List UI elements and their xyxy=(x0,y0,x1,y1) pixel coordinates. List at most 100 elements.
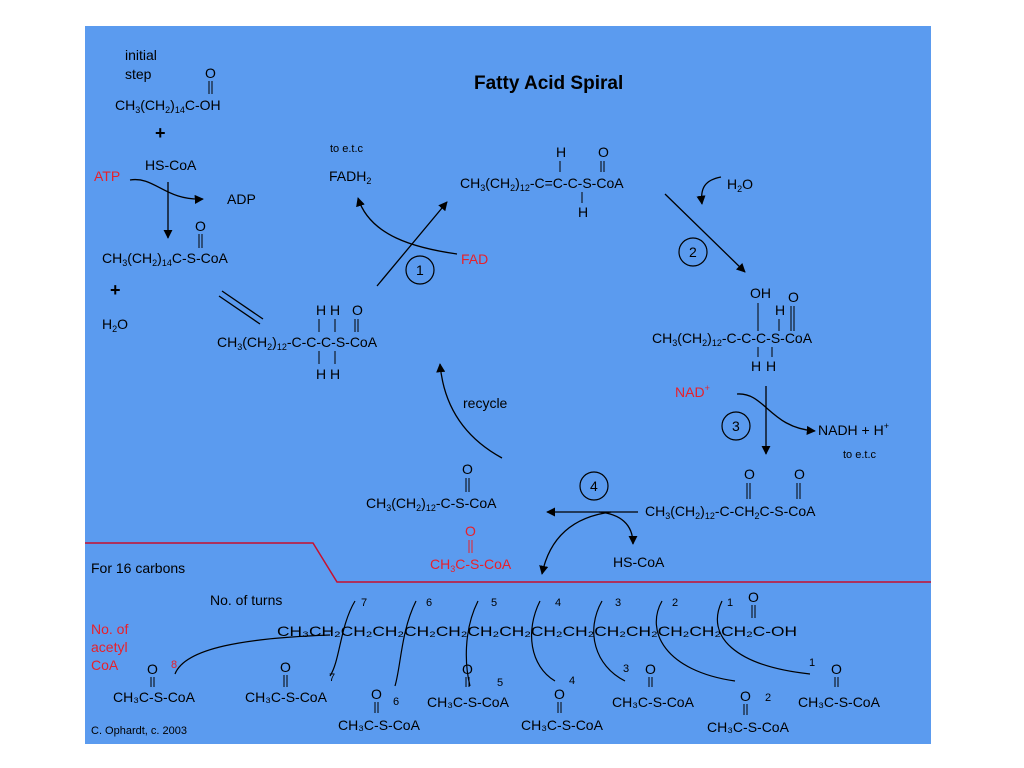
svg-text:O: O xyxy=(831,661,842,677)
diagram-title: Fatty Acid Spiral xyxy=(474,73,623,94)
svg-text:7: 7 xyxy=(329,672,335,684)
step3-number: 3 xyxy=(732,418,740,434)
diagram-panel: Fatty Acid Spiral initial step O CH3(CH2… xyxy=(85,26,931,744)
atp-adp-arrow xyxy=(129,178,204,204)
step1-circle xyxy=(405,255,435,285)
svg-text:2: 2 xyxy=(672,597,678,609)
palmitoyl-coa: O CH3(CH2)14C-S-CoA xyxy=(102,218,229,268)
step2-number: 2 xyxy=(689,244,697,260)
svg-text:4: 4 xyxy=(555,597,561,609)
svg-text:O: O xyxy=(195,218,206,234)
hscoa-initial: HS-CoA xyxy=(145,157,197,173)
svg-text:2: 2 xyxy=(765,692,771,704)
acetyl-coa-product-2: O 2 CH₃C-S-CoA xyxy=(707,688,790,735)
hscoa-step4: HS-CoA xyxy=(613,554,665,570)
svg-text:CH3(CH2)12-C-CH2C-S-CoA: CH3(CH2)12-C-CH2C-S-CoA xyxy=(645,503,816,521)
svg-text:4: 4 xyxy=(569,675,575,687)
fad-fadh2-arrow xyxy=(356,197,458,255)
svg-text:O: O xyxy=(748,589,759,605)
svg-text:O: O xyxy=(598,144,609,160)
water-step2: H2O xyxy=(727,176,753,194)
water-initial: H2O xyxy=(102,316,128,334)
svg-text:H H: H H xyxy=(316,302,340,318)
adp-label: ADP xyxy=(227,191,256,207)
acetyl-coa-product-5: O 5 CH₃C-S-CoA xyxy=(427,661,510,710)
svg-text:CH3(CH2)12-C-C-C-S-CoA: CH3(CH2)12-C-C-C-S-CoA xyxy=(652,330,813,348)
svg-text:1: 1 xyxy=(809,657,815,669)
svg-text:CH₃C-S-CoA: CH₃C-S-CoA xyxy=(427,694,510,710)
svg-text:O: O xyxy=(280,659,291,675)
svg-text:O: O xyxy=(462,461,473,477)
svg-text:O: O xyxy=(554,686,565,702)
acetyl-coa-product-4: O 4 CH₃C-S-CoA xyxy=(521,675,604,733)
svg-text:O: O xyxy=(371,686,382,702)
svg-text:CH₃C-S-CoA: CH₃C-S-CoA xyxy=(612,694,695,710)
svg-text:O: O xyxy=(352,302,363,318)
svg-text:OH: OH xyxy=(750,285,771,301)
no-acetyl-label-3: CoA xyxy=(91,657,119,673)
svg-text:H: H xyxy=(556,144,566,160)
step4-circle xyxy=(579,471,609,501)
plus-sign-2: + xyxy=(110,280,121,300)
svg-text:O: O xyxy=(462,661,473,677)
svg-text:O: O xyxy=(205,65,216,81)
recycle-label: recycle xyxy=(463,395,508,411)
turn-numbers: 7 6 5 4 3 2 1 xyxy=(361,597,733,609)
acetyl-coa-product-3: O 3 CH₃C-S-CoA xyxy=(612,661,695,710)
plus-sign-1: + xyxy=(155,123,166,143)
etc-label-3: to e.t.c xyxy=(843,449,877,461)
fad-label: FAD xyxy=(461,251,488,267)
svg-text:O: O xyxy=(645,661,656,677)
initial-label-2: step xyxy=(125,66,152,82)
no-acetyl-label-1: No. of xyxy=(91,621,128,637)
svg-text:8: 8 xyxy=(171,659,177,671)
equivalence-line-2 xyxy=(218,295,261,325)
svg-text:6: 6 xyxy=(426,597,432,609)
divider-line xyxy=(85,542,931,583)
fatty-acid-spiral-diagram: Fatty Acid Spiral initial step O CH3(CH2… xyxy=(85,47,931,737)
acyl-coa-center: H H O CH3(CH2)12-C-C-C-S-CoA H H xyxy=(217,302,378,382)
svg-text:CH3(CH2)12-C-C-C-S-CoA: CH3(CH2)12-C-C-C-S-CoA xyxy=(217,334,378,352)
svg-text:CH3(CH2)14C-S-CoA: CH3(CH2)14C-S-CoA xyxy=(102,250,229,268)
svg-text:CH₃C-S-CoA: CH₃C-S-CoA xyxy=(338,717,421,733)
svg-text:O: O xyxy=(788,289,799,305)
svg-text:3: 3 xyxy=(615,597,621,609)
svg-text:CH₃C-S-CoA: CH₃C-S-CoA xyxy=(521,717,604,733)
etc-label-1: to e.t.c xyxy=(330,143,364,155)
acetyl-coa-product-7: O 7 CH₃C-S-CoA xyxy=(245,659,335,705)
enoyl-coa: H O CH3(CH2)12-C=C-C-S-CoA H xyxy=(460,144,624,220)
step1-number: 1 xyxy=(416,262,424,278)
nad-nadh-arrow xyxy=(736,393,816,435)
shortened-acyl-coa: O CH3(CH2)12-C-S-CoA xyxy=(366,461,497,513)
acetyl-coa-product-8: O 8 CH₃C-S-CoA xyxy=(113,659,196,705)
svg-text:7: 7 xyxy=(361,597,367,609)
svg-text:H: H xyxy=(751,358,761,374)
svg-text:O: O xyxy=(740,688,751,704)
no-of-turns: No. of turns xyxy=(210,592,282,608)
svg-text:CH₃C-S-CoA: CH₃C-S-CoA xyxy=(245,689,328,705)
svg-text:H: H xyxy=(578,204,588,220)
credit-label: C. Ophardt, c. 2003 xyxy=(91,725,187,737)
svg-text:CH₃C-S-CoA: CH₃C-S-CoA xyxy=(707,719,790,735)
svg-text:CH₃C-S-CoA: CH₃C-S-CoA xyxy=(113,689,196,705)
acetyl-release-arrow xyxy=(539,511,612,575)
atp-label: ATP xyxy=(94,168,120,184)
water-in-arrow xyxy=(696,176,722,205)
svg-text:CH3(CH2)12-C=C-C-S-CoA: CH3(CH2)12-C=C-C-S-CoA xyxy=(460,175,624,193)
svg-text:1: 1 xyxy=(727,597,733,609)
svg-text:5: 5 xyxy=(491,597,497,609)
fadh2-label: FADH2 xyxy=(329,168,371,186)
hscoa-in-arrow xyxy=(598,511,638,545)
svg-text:6: 6 xyxy=(393,696,399,708)
equivalence-line-1 xyxy=(221,290,264,320)
nadh-label: NADH + H+ xyxy=(818,421,889,438)
svg-text:H H: H H xyxy=(316,366,340,382)
svg-text:O: O xyxy=(744,466,755,482)
svg-text:3: 3 xyxy=(623,663,629,675)
svg-text:O: O xyxy=(794,466,805,482)
acetyl-coa-product-6: O 6 CH₃C-S-CoA xyxy=(338,686,421,733)
initial-label-1: initial xyxy=(125,47,157,63)
step2-arrow xyxy=(664,193,746,273)
svg-text:CH3C-S-CoA: CH3C-S-CoA xyxy=(430,556,512,574)
svg-text:CH₃C-S-CoA: CH₃C-S-CoA xyxy=(798,694,881,710)
